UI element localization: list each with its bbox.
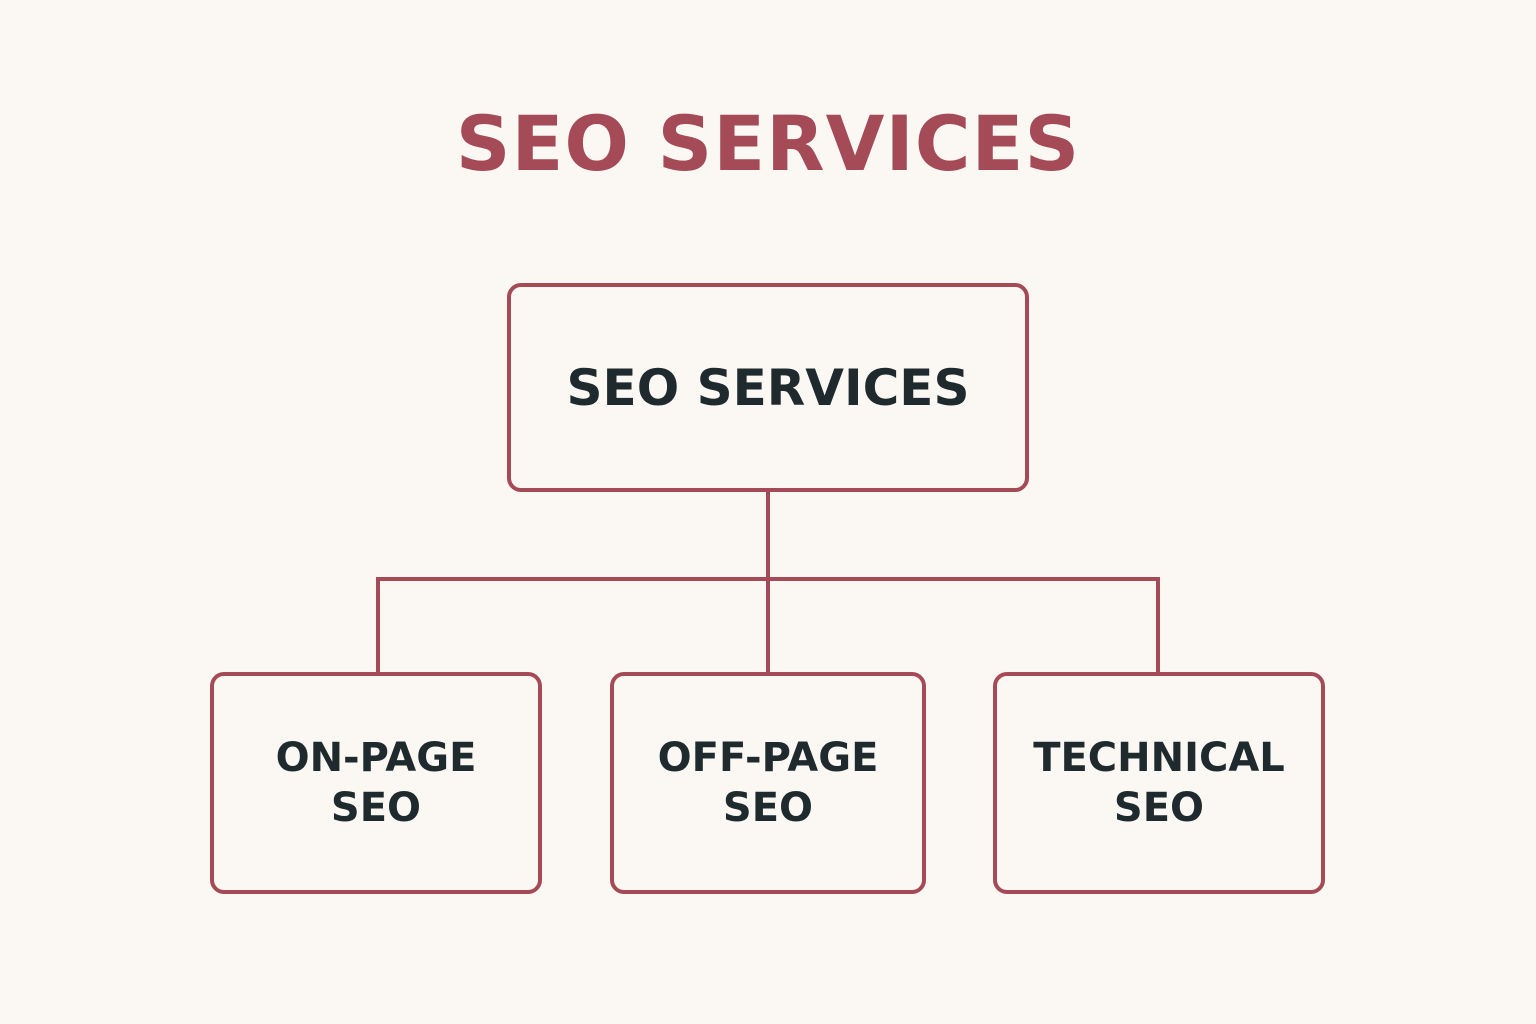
page-title: SEO SERVICES (455, 99, 1081, 188)
node-on-page-seo-line1: ON-PAGE (275, 735, 477, 781)
node-on-page-seo: ON-PAGE SEO (210, 672, 542, 894)
node-technical-seo-line1: TECHNICAL (1033, 735, 1285, 781)
node-off-page-seo: OFF-PAGE SEO (610, 672, 926, 894)
root-node-label: SEO SERVICES (566, 358, 970, 417)
root-node: SEO SERVICES (507, 283, 1029, 492)
node-on-page-seo-line2: SEO (330, 785, 422, 831)
node-technical-seo-line2: SEO (1113, 785, 1205, 831)
node-technical-seo: TECHNICAL SEO (993, 672, 1325, 894)
node-off-page-seo-line2: SEO (722, 785, 814, 831)
node-off-page-seo-line1: OFF-PAGE (657, 735, 879, 781)
